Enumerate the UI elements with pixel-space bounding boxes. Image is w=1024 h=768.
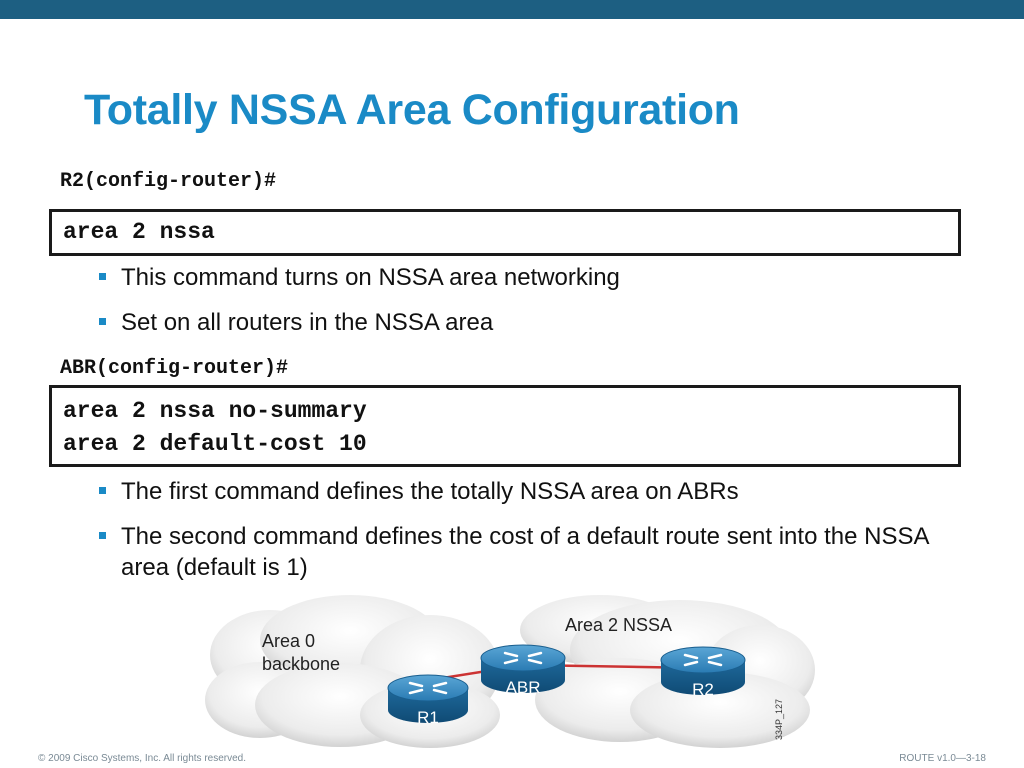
command-line: area 2 nssa no-summary	[63, 398, 367, 424]
bullet-square-icon	[99, 487, 106, 494]
abr-command-box: area 2 nssa no-summary area 2 default-co…	[49, 385, 961, 467]
bullet-item: The second command defines the cost of a…	[98, 521, 978, 583]
bullet-text: Set on all routers in the NSSA area	[121, 309, 494, 336]
router-r2-icon: R2	[660, 646, 746, 699]
bullet-square-icon	[99, 273, 106, 280]
bullet-square-icon	[99, 318, 106, 325]
bullet-square-icon	[99, 532, 106, 539]
area2-cloud	[520, 595, 815, 748]
abr-prompt: ABR(config-router)#	[60, 357, 289, 380]
bullet-item: The first command defines the totally NS…	[98, 476, 978, 507]
r2-command-box: area 2 nssa	[49, 209, 961, 256]
bullet-text: This command turns on NSSA area networki…	[121, 264, 620, 291]
router-r2-label: R2	[692, 680, 714, 699]
top-bar	[0, 0, 1024, 19]
bullet-text: The second command defines the cost of a…	[121, 523, 929, 581]
footer-course-id: ROUTE v1.0—3-18	[899, 753, 986, 764]
section1-bullets: This command turns on NSSA area networki…	[98, 262, 978, 352]
router-abr-icon: ABR	[480, 644, 566, 697]
backbone-label: backbone	[262, 654, 340, 674]
command-line: area 2 default-cost 10	[63, 431, 367, 457]
router-r1-label: R1	[417, 708, 439, 727]
area0-label: Area 0	[262, 631, 315, 651]
figure-id: 334P_127	[774, 699, 784, 740]
footer-copyright: © 2009 Cisco Systems, Inc. All rights re…	[38, 753, 247, 764]
area0-cloud	[205, 595, 500, 748]
bullet-item: This command turns on NSSA area networki…	[98, 262, 978, 293]
bullet-item: Set on all routers in the NSSA area	[98, 307, 978, 338]
area2-label: Area 2 NSSA	[565, 615, 672, 635]
router-r1-icon: R1	[387, 674, 469, 727]
router-abr-label: ABR	[506, 678, 541, 697]
command-line: area 2 nssa	[63, 219, 215, 245]
r2-prompt: R2(config-router)#	[60, 170, 277, 193]
bullet-text: The first command defines the totally NS…	[121, 478, 739, 505]
network-diagram: Area 0 backbone Area 2 NSSA R1 ABR R2 33…	[205, 595, 815, 748]
slide-title: Totally NSSA Area Configuration	[84, 86, 740, 134]
section2-bullets: The first command defines the totally NS…	[98, 476, 978, 597]
